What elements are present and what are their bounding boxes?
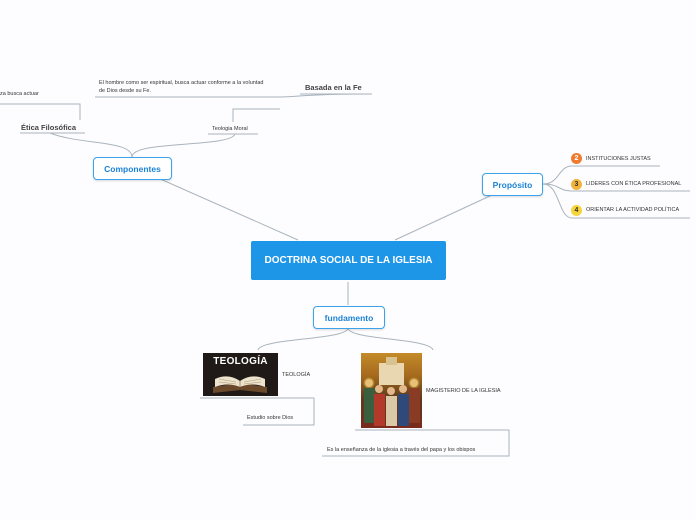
saints-icon xyxy=(363,357,420,426)
teologia-image-title: TEOLOGÍA xyxy=(213,356,268,367)
proposito-item[interactable]: LIDERES CON ÉTICA PROFESIONAL xyxy=(586,181,682,187)
fundamento-label: fundamento xyxy=(324,312,374,323)
central-topic[interactable]: DOCTRINA SOCIAL DE LA IGLESIA xyxy=(251,241,446,280)
proposito-label: Propósito xyxy=(492,179,533,190)
basada-en-la-fe-node[interactable]: Basada en la Fe xyxy=(305,83,362,92)
badge-2: 2 xyxy=(571,153,582,164)
basada-leaf-text[interactable]: El hombre como ser espiritual, busca act… xyxy=(99,80,264,94)
etica-leaf-text[interactable]: za busca actuar xyxy=(0,91,39,97)
teologia-book-image: TEOLOGÍA xyxy=(203,353,278,396)
proposito-node[interactable]: Propósito xyxy=(482,173,543,196)
teologia-label[interactable]: TEOLOGÍA xyxy=(282,372,311,378)
etica-filosofica-node[interactable]: Ética Filosófica xyxy=(21,123,77,132)
fundamento-node[interactable]: fundamento xyxy=(313,306,385,329)
componentes-node[interactable]: Componentes xyxy=(93,157,172,180)
central-topic-label: DOCTRINA SOCIAL DE LA IGLESIA xyxy=(264,254,433,266)
magisterio-sub-text[interactable]: Es la enseñanza de la iglesia a través d… xyxy=(327,447,476,453)
badge-3: 3 xyxy=(571,179,582,190)
magisterio-icon-image xyxy=(361,353,422,428)
badge-4: 4 xyxy=(571,205,582,216)
proposito-item[interactable]: INSTITUCIONES JUSTAS xyxy=(586,156,651,162)
book-icon xyxy=(203,353,278,396)
teologia-sub-text[interactable]: Estudio sobre Dios xyxy=(247,415,294,421)
teologia-moral-node[interactable]: Teologia Moral xyxy=(212,126,248,132)
magisterio-label[interactable]: MAGISTERIO DE LA IGLESIA xyxy=(426,388,501,394)
proposito-item[interactable]: ORIENTAR LA ACTIVIDAD POLÍTICA xyxy=(586,207,680,213)
componentes-label: Componentes xyxy=(104,163,161,174)
